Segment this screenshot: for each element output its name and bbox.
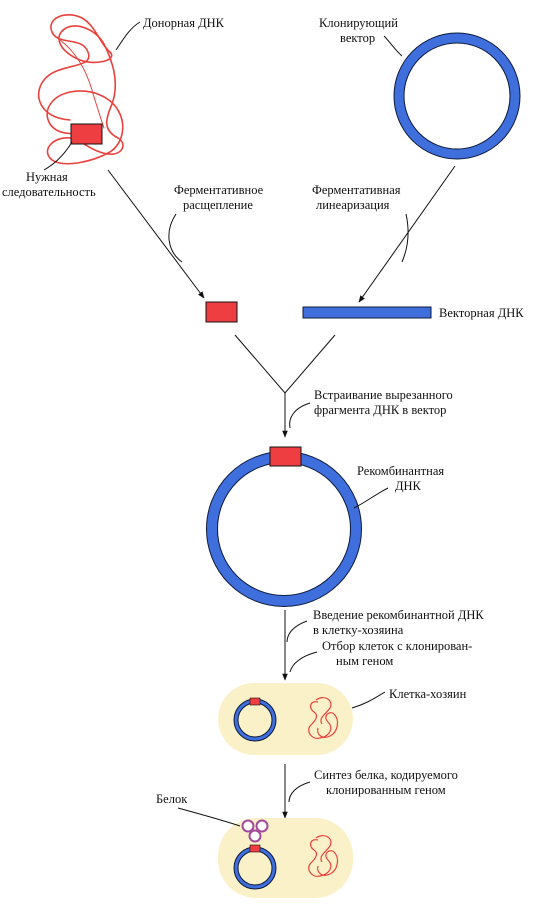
protein-icon: [241, 819, 269, 843]
recombinant-dna-label-2: ДНК: [395, 479, 422, 493]
host-chromosome-icon: [308, 834, 339, 877]
needed-sequence-label-1: Нужная: [26, 170, 68, 184]
host-cell-expressing: [218, 818, 353, 898]
cloning-vector-label-1: Клонирующий: [319, 16, 398, 30]
synthesis-label-1: Синтез белка, кодируемого: [314, 768, 458, 782]
introduction-label-1: Введение рекомбинантной ДНК: [313, 608, 484, 622]
selection-label-1: Отбор клеток с клонирован-: [322, 639, 472, 653]
excised-fragment: [205, 301, 238, 323]
target-sequence-block: [70, 123, 103, 145]
selection-label-2: ным геном: [336, 654, 393, 668]
insertion-label-2: фрагмента ДНК в вектор: [314, 403, 446, 417]
enzymatic-cleavage-label-2: расщепление: [183, 198, 253, 212]
synthesis-label-2: клонированным геном: [326, 783, 446, 797]
donor-dna-label: Донорная ДНК: [143, 16, 225, 30]
insertion-label-1: Встраивание вырезанного: [314, 388, 453, 402]
protein-label: Белок: [156, 792, 188, 806]
host-chromosome-icon: [308, 696, 339, 739]
recombinant-dna-label-1: Рекомбинантная: [357, 464, 444, 478]
enzymatic-cleavage-label-1: Ферментативное: [174, 183, 264, 197]
enzymatic-linearization-label-1: Ферментативная: [312, 183, 401, 197]
cloning-vector-label-2: вектор: [340, 31, 375, 45]
linear-vector-dna: [302, 306, 432, 319]
inserted-fragment: [269, 446, 302, 467]
vector-dna-label: Векторная ДНК: [439, 306, 524, 320]
needed-sequence-label-2: следовательность: [2, 185, 96, 199]
host-cell-label: Клетка-хозяин: [389, 687, 467, 701]
host-cell: [218, 683, 353, 755]
introduction-label-2: в клетку-хозяина: [313, 623, 404, 637]
enzymatic-linearization-label-2: линеаризация: [316, 198, 390, 212]
donor-dna-icon: [37, 14, 124, 165]
